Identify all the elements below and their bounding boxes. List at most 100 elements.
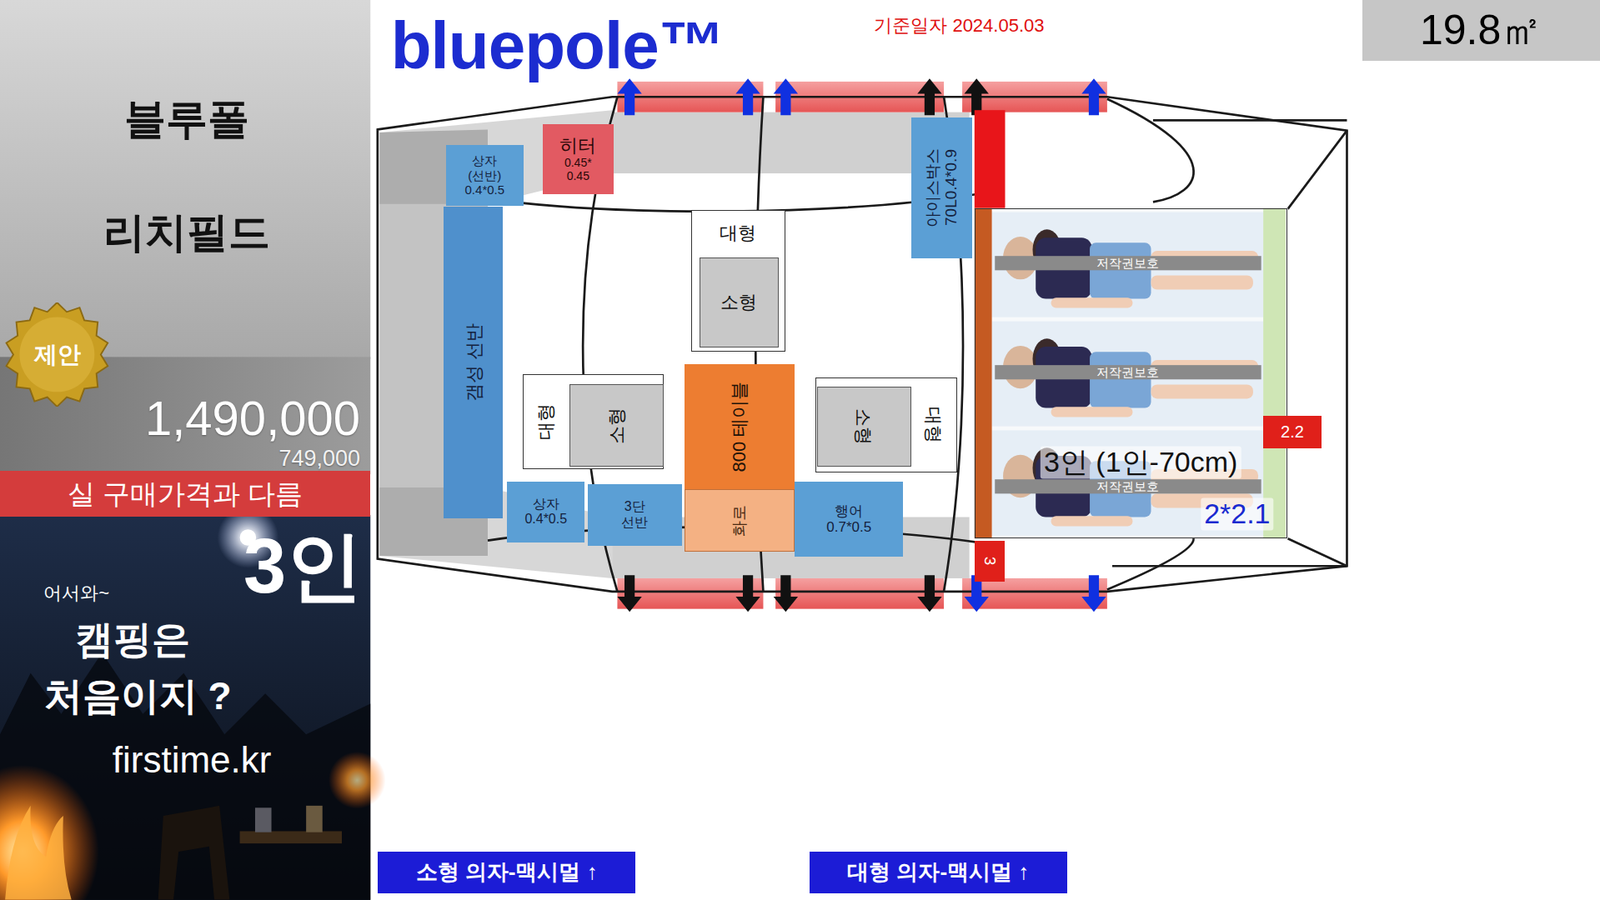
chair-large: 대형 소형: [522, 374, 664, 470]
node-text: 실 구매가격과 다름: [67, 478, 303, 511]
length-tag: 3: [974, 541, 1006, 582]
node-text: 소형: [853, 408, 875, 446]
text-holder: 소형 의자-맥시멀 ↑: [377, 852, 637, 894]
node-text: 3단 선반: [616, 500, 654, 532]
people-count: 3인: [243, 525, 363, 610]
site-url: firstime.kr: [112, 740, 272, 781]
area-box: 19.8㎡: [1362, 0, 1600, 61]
chair-large: 대형소형: [691, 210, 787, 352]
can: [255, 807, 272, 833]
sleeper: [992, 321, 1264, 427]
illustration-part: [1051, 297, 1134, 308]
chair-silhouette: [158, 806, 231, 900]
arrow-icon: [616, 78, 642, 116]
reference-date: 기준일자 2024.05.03: [873, 15, 1044, 36]
text-holder: 2.2: [1263, 416, 1322, 449]
chair-small: 소형: [569, 384, 665, 467]
tent-outline: [377, 96, 1348, 592]
node-text: 상자 0.4*0.5: [521, 496, 572, 528]
arrow-icon: [1081, 575, 1106, 612]
node-text: 대형: [719, 222, 757, 244]
model-name: 리치필드: [103, 210, 271, 256]
promo-line: 캠핑은: [75, 618, 191, 662]
icebox: 아이스박스 70L0.4*0.9: [911, 117, 973, 259]
watermark-band: [994, 255, 1261, 271]
node-text: 소형 의자-맥시멀 ↑: [416, 860, 598, 886]
fire-pit-box: 화로: [684, 489, 795, 552]
arrow-icon: [773, 78, 798, 116]
node-text: 히터: [559, 135, 597, 156]
arrow-icon: [616, 575, 642, 612]
sale-price: 749,000: [278, 446, 361, 472]
node-text: 0.45* 0.45: [559, 155, 597, 183]
node-text: 19.8㎡: [1419, 6, 1543, 56]
illustration-part: [1089, 351, 1151, 408]
watermark: 저작권보호: [1096, 365, 1159, 380]
illustration-part: [992, 321, 1264, 427]
fly-line: [1112, 565, 1347, 568]
lantern-glow: [328, 752, 387, 810]
door-band: [775, 578, 944, 610]
watermark: 저작권보호: [1096, 256, 1159, 271]
arrow-icon: [773, 575, 798, 612]
node-text: 화로: [730, 505, 749, 537]
text-holder: 상자 0.4*0.5: [506, 481, 585, 543]
arrow-icon: [735, 575, 760, 612]
width-tag: 2.2: [1263, 416, 1322, 449]
arrow-icon: [1081, 78, 1106, 116]
tent-plan: [377, 78, 1348, 612]
watermark: 저작권보호: [1096, 480, 1159, 495]
door-band: [616, 578, 763, 610]
chair-mode-button: 대형 의자-맥시멀 ↑: [809, 852, 1069, 894]
arrow-icon: [735, 78, 760, 116]
node-text: 대형: [535, 403, 557, 441]
text-holder: 소형: [700, 258, 778, 347]
badge: 제안: [5, 302, 110, 407]
heater-box: 히터0.45* 0.45: [542, 124, 613, 194]
illustration-part: [1051, 516, 1134, 527]
illustration-part: [1151, 384, 1254, 399]
brand-name: 블루폴: [124, 96, 250, 143]
arrow-icon: [917, 78, 942, 116]
node-text: 상자 (선반) 0.4*0.5: [456, 154, 513, 198]
text-holder: 3: [974, 541, 1006, 582]
illustration-part: [1151, 275, 1254, 290]
scaled-art: [0, 0, 1347, 900]
text-holder: 제안: [5, 302, 110, 407]
bedroom-art: [974, 208, 1289, 540]
node-text: 2*2.1: [1200, 498, 1274, 532]
watermark-band: [994, 365, 1261, 380]
text-holder: 3단 선반: [587, 484, 683, 546]
door-mark: [974, 110, 1006, 210]
node-text: 대형 의자-맥시멀 ↑: [847, 860, 1029, 886]
text-holder: 화로: [684, 489, 795, 552]
node-text: 소형: [606, 407, 627, 445]
node-text: 3: [980, 556, 999, 567]
text-holder: 행어 0.7*0.5: [794, 481, 903, 558]
text-holder: 실 구매가격과 다름: [0, 471, 371, 517]
text-holder: 800 테이블: [684, 364, 795, 491]
text-holder: 갬성 선반: [443, 206, 503, 518]
text-holder: 소형: [817, 386, 912, 468]
can: [305, 806, 323, 833]
campfire-flame: [5, 806, 72, 900]
badge-disc: [20, 317, 96, 393]
node-text: 갬성 선반: [462, 323, 484, 402]
side-panel: [0, 0, 387, 900]
shelf-box: 3단 선반: [587, 484, 683, 546]
watermark-band: [994, 479, 1261, 494]
node-text: 800 테이블: [729, 381, 751, 473]
text-holder: 아이스박스 70L0.4*0.9: [911, 117, 973, 259]
illustration-part: [1051, 406, 1134, 417]
wall-strip: [1263, 208, 1286, 540]
illustration-part: [992, 212, 1264, 318]
text-holder: 19.8㎡: [1362, 0, 1600, 61]
arrow-icon: [917, 575, 942, 612]
table-silhouette: [240, 831, 342, 844]
node-text: 아이스박스 70L0.4*0.9: [923, 140, 961, 236]
node-text: 소형: [720, 292, 758, 314]
fly-line: [1287, 130, 1347, 567]
photo-sky: [0, 515, 371, 900]
bedroom-floor: [974, 208, 1289, 540]
